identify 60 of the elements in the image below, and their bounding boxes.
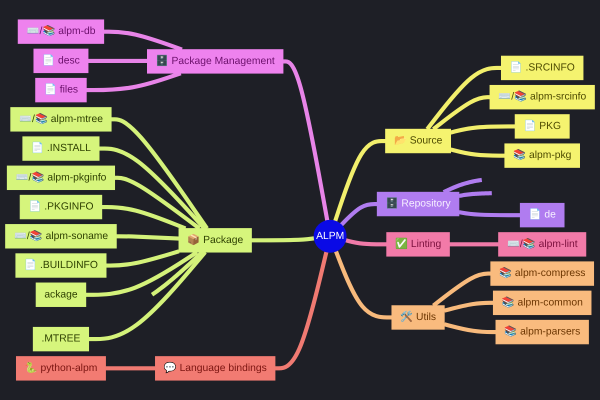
- node-box: ✅ Linting: [386, 232, 450, 257]
- connector: [432, 95, 490, 131]
- connector: [99, 146, 206, 230]
- node-box: 📚 alpm-pkg: [504, 143, 580, 168]
- node-box: ackage: [36, 282, 86, 307]
- node-box: 📄 files: [35, 78, 87, 102]
- node-box: 📄 desc: [33, 48, 88, 74]
- node-box: 📂 Source: [385, 128, 451, 154]
- connector: [450, 242, 499, 246]
- connector: [458, 191, 493, 198]
- connector: [432, 272, 491, 308]
- node-box: ⌨/📚 alpm-srcinfo: [490, 84, 595, 110]
- node-box: ⌨/📚 alpm-soname: [5, 224, 117, 248]
- node-box: ⌨/📚 alpm-lint: [498, 232, 586, 257]
- node-box: 📄 .SRCINFO: [500, 56, 584, 80]
- connector: [150, 250, 204, 296]
- connector: [345, 238, 387, 246]
- connector: [102, 204, 186, 230]
- node-box: ⌨/📚 alpm-mtree: [10, 107, 112, 132]
- connector: [104, 30, 183, 52]
- node-box: 📄 de: [520, 202, 565, 228]
- node-box: 🗄 Package Management: [147, 49, 284, 74]
- node-circle: ALPM: [314, 220, 347, 253]
- node-box: ⌨/📚 alpm-pkginfo: [6, 166, 116, 190]
- node-box: 📚 alpm-common: [492, 290, 592, 316]
- connector: [106, 366, 156, 370]
- node-box: 🗄 Repository: [376, 192, 460, 216]
- node-box: 📦 Package: [178, 228, 252, 253]
- connector: [426, 66, 502, 130]
- connector: [334, 250, 392, 320]
- connector: [442, 178, 483, 194]
- connector: [111, 117, 209, 230]
- connector: [88, 250, 207, 342]
- connector: [340, 202, 378, 226]
- node-box: 📄 .INSTALL: [22, 136, 100, 161]
- node-box: 📄 PKG: [514, 114, 570, 139]
- node-box: 📚 alpm-parsers: [496, 320, 589, 344]
- connector: [86, 250, 198, 297]
- connector: [106, 249, 180, 268]
- connector: [333, 138, 386, 222]
- node-box: .MTREE: [32, 326, 90, 352]
- node-box: 📄 .BUILDINFO: [15, 253, 106, 278]
- connector: [444, 322, 496, 334]
- connector: [444, 300, 494, 313]
- connector: [252, 236, 314, 242]
- connector: [450, 124, 516, 135]
- node-box: 💬 Language bindings: [155, 356, 276, 381]
- connector: [275, 251, 328, 370]
- node-box: ⌨/📚 alpm-db: [18, 19, 104, 44]
- node-box: 🛠 Utils: [391, 305, 445, 330]
- node-box: 📚 alpm-compress: [490, 261, 594, 286]
- connector: [458, 210, 520, 218]
- connector: [450, 147, 505, 158]
- connector: [116, 234, 179, 241]
- connector: [88, 58, 148, 64]
- connector: [114, 176, 201, 230]
- connector: [283, 59, 330, 221]
- connector: [86, 71, 182, 92]
- node-box: 📄 .PKGINFO: [20, 194, 102, 220]
- node-box: 🐍 python-alpm: [16, 356, 106, 381]
